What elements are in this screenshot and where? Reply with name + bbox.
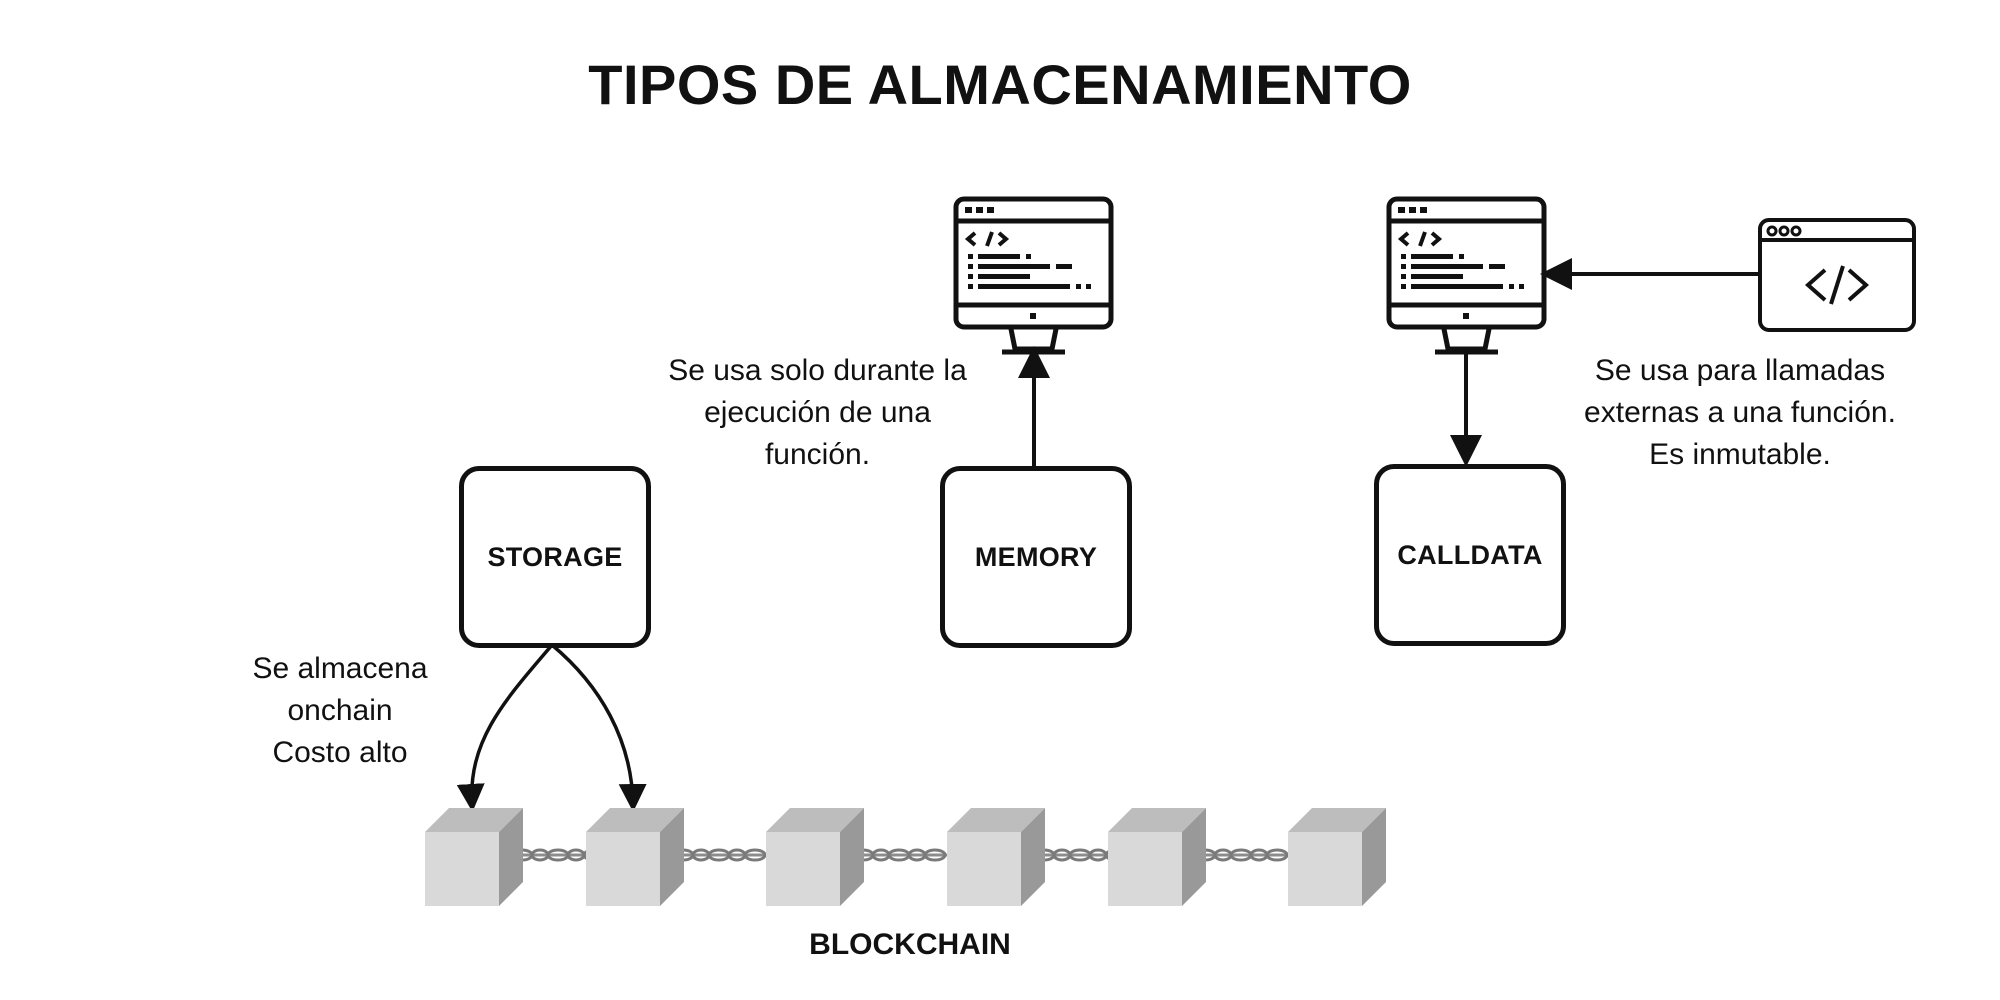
chain-link-icon [669,848,773,862]
diagram-title: TIPOS DE ALMACENAMIENTO [588,53,1412,116]
blockchain-block-icon [1288,808,1386,906]
blockchain-block-icon [766,808,864,906]
calldata-description: Se usa para llamadas externas a una func… [1584,354,1896,471]
browser-window-code-icon [1758,218,1916,332]
blockchain-block-icon [1108,808,1206,906]
storage-box: STORAGE [459,466,651,648]
blockchain-block-icon [586,808,684,906]
computer-monitor-code-icon [956,199,1111,352]
storage-to-block-arrow-right [550,643,647,812]
blockchain-block-icon [947,808,1045,906]
blockchain-block-icon [425,808,523,906]
storage-to-block-arrow-left [456,643,554,812]
computer-monitor-code-icon [1389,199,1544,352]
memory-description: Se usa solo durante la ejecución de una … [668,354,967,471]
storage-description: Se almacena onchain Costo alto [252,652,428,769]
blockchain-label: BLOCKCHAIN [809,928,1011,961]
calldata-box: CALLDATA [1374,464,1566,646]
memory-box: MEMORY [940,466,1132,648]
chain-link-icon [1191,848,1295,862]
chain-link-icon [849,848,953,862]
